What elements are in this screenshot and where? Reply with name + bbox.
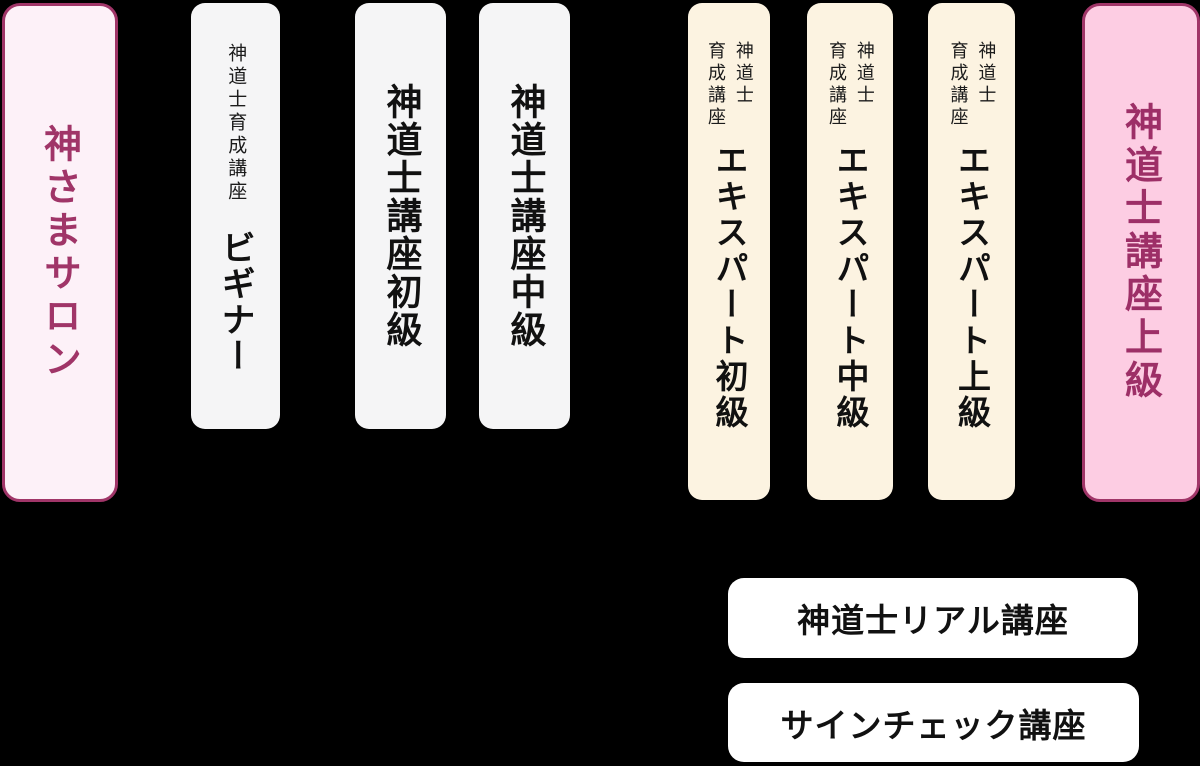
header-line: 育成講座 xyxy=(826,41,847,129)
card-kouza-shokyu: 神道士講座初級 xyxy=(355,3,446,429)
card-beginner-label: ビギナー xyxy=(215,230,255,374)
card-kouza-jokyu: 神道士講座上級 xyxy=(1082,3,1200,502)
card-kamisama-salon-label: 神さまサロン xyxy=(37,123,82,382)
card-expert-jokyu: 神道士育成講座 エキスパート上級 xyxy=(928,3,1015,500)
card-beginner-header: 神道士育成講座 xyxy=(225,43,248,204)
card-expert-chukyu-header: 神道士育成講座 xyxy=(822,41,878,129)
card-kamisama-salon: 神さまサロン xyxy=(2,3,118,502)
header-line: 育成講座 xyxy=(705,41,726,129)
header-line: 育成講座 xyxy=(947,41,969,129)
card-expert-chukyu-label: エキスパート中級 xyxy=(831,143,870,431)
card-real-kouza: 神道士リアル講座 xyxy=(728,578,1138,658)
card-expert-jokyu-header: 神道士育成講座 xyxy=(944,41,1000,129)
card-kouza-chukyu: 神道士講座中級 xyxy=(479,3,570,429)
header-line: 神道士 xyxy=(732,41,754,107)
card-kouza-chukyu-label: 神道士講座中級 xyxy=(504,83,546,349)
card-expert-shokyu: 神道士育成講座 エキスパート初級 xyxy=(688,3,770,500)
card-kouza-jokyu-label: 神道士講座上級 xyxy=(1118,102,1163,403)
card-expert-jokyu-label: エキスパート上級 xyxy=(952,143,992,431)
card-beginner: 神道士育成講座 ビギナー xyxy=(191,3,280,429)
card-sign-check-kouza: サインチェック講座 xyxy=(728,683,1139,762)
header-line: 神道士 xyxy=(853,41,875,107)
card-expert-shokyu-label: エキスパート初級 xyxy=(710,143,749,431)
header-line: 神道士 xyxy=(975,41,997,107)
card-real-kouza-label: 神道士リアル講座 xyxy=(797,601,1069,640)
card-expert-chukyu: 神道士育成講座 エキスパート中級 xyxy=(807,3,893,500)
card-kouza-shokyu-label: 神道士講座初級 xyxy=(380,83,422,349)
card-expert-shokyu-header: 神道士育成講座 xyxy=(701,41,757,129)
card-sign-check-kouza-label: サインチェック講座 xyxy=(780,705,1087,745)
